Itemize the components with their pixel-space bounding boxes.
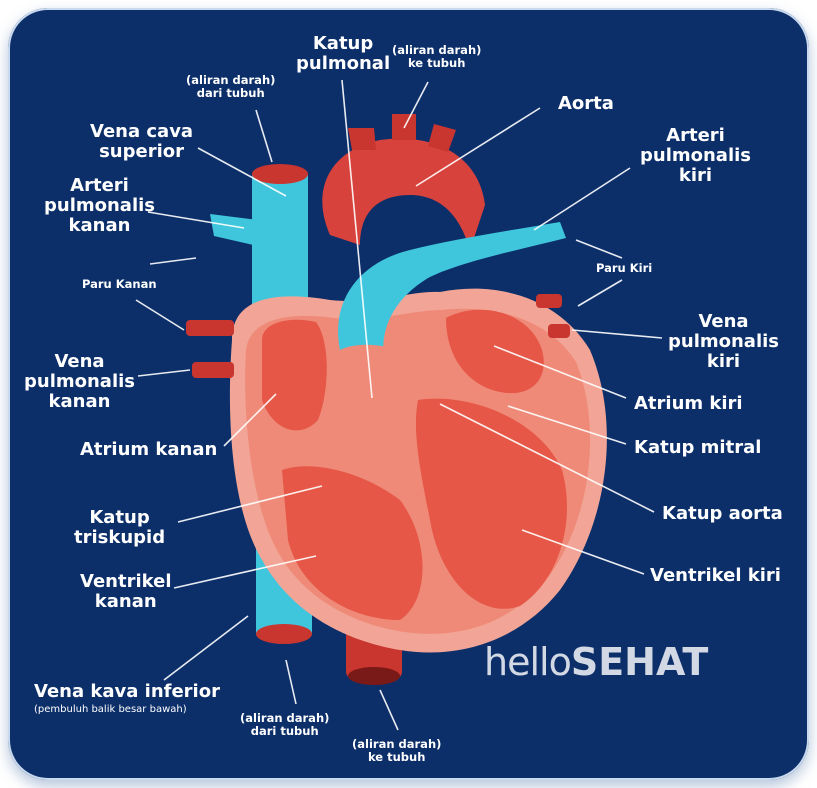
label-vena-pulmonalis-kiri: Vena pulmonalis kiri [668, 312, 779, 372]
descending-aorta-opening [348, 667, 400, 685]
label-arteri-pulmonalis-kiri: Arteri pulmonalis kiri [640, 126, 751, 186]
pointer-aliran-top-left [256, 110, 272, 162]
label-vena-cava-superior: Vena cava superior [90, 122, 193, 162]
label-atrium-kanan: Atrium kanan [80, 440, 217, 460]
right-pulmonary-vein-2 [192, 362, 234, 378]
label-paru-kanan: Paru Kanan [82, 278, 157, 291]
pointer-vena-pulm-kanan [138, 370, 190, 376]
pointer-arteri-kiri [534, 168, 630, 230]
pointer-aliran-bottom-left [286, 660, 296, 704]
label-vena-kava-inferior-sub: (pembuluh balik besar bawah) [34, 704, 187, 715]
pointer-paru-kiri-b [578, 280, 622, 306]
label-katup-triskupid: Katup triskupid [74, 508, 165, 548]
pointer-aliran-bottom-right [380, 690, 398, 730]
pointer-vena-pulm-kiri [572, 330, 662, 338]
ivc-opening [256, 624, 312, 644]
label-arteri-pulmonalis-kanan: Arteri pulmonalis kanan [44, 176, 155, 236]
aorta-branch-1 [348, 128, 376, 150]
hellosehat-logo: helloSEHAT [484, 640, 708, 684]
pointer-vena-kava-inf [164, 616, 248, 680]
label-paru-kiri: Paru Kiri [596, 262, 652, 275]
label-ventrikel-kiri: Ventrikel kiri [650, 566, 781, 586]
right-pulmonary-vein-1 [186, 320, 234, 336]
label-aliran-ke-tubuh-bottom: (aliran darah) ke tubuh [352, 738, 441, 764]
label-aliran-ke-tubuh-top: (aliran darah) ke tubuh [392, 44, 481, 70]
label-atrium-kiri: Atrium kiri [634, 394, 743, 414]
left-pulmonary-vein-1 [536, 294, 562, 308]
left-pulmonary-vein-2 [548, 324, 570, 338]
label-aliran-dari-tubuh-top: (aliran darah) dari tubuh [186, 74, 275, 100]
label-katup-mitral: Katup mitral [634, 438, 761, 458]
label-katup-pulmonal: Katup pulmonal [296, 34, 390, 74]
label-katup-aorta: Katup aorta [662, 504, 783, 524]
pointer-paru-kanan-b [136, 300, 184, 330]
brand-part1: hello [484, 640, 571, 684]
label-vena-kava-inferior: Vena kava inferior [34, 682, 220, 702]
pointer-paru-kanan-a [150, 258, 196, 264]
label-ventrikel-kanan: Ventrikel kanan [80, 572, 172, 612]
brand-part2: SEHAT [571, 640, 709, 684]
pointer-paru-kiri-a [576, 240, 622, 258]
label-vena-pulmonalis-kanan: Vena pulmonalis kanan [24, 352, 135, 412]
label-aorta: Aorta [558, 94, 614, 114]
label-aliran-dari-tubuh-bottom: (aliran darah) dari tubuh [240, 712, 329, 738]
right-atrium-chamber [262, 320, 327, 431]
aorta-arch [322, 139, 485, 250]
svc-opening [252, 164, 308, 184]
right-pulmonary-artery [210, 214, 258, 246]
